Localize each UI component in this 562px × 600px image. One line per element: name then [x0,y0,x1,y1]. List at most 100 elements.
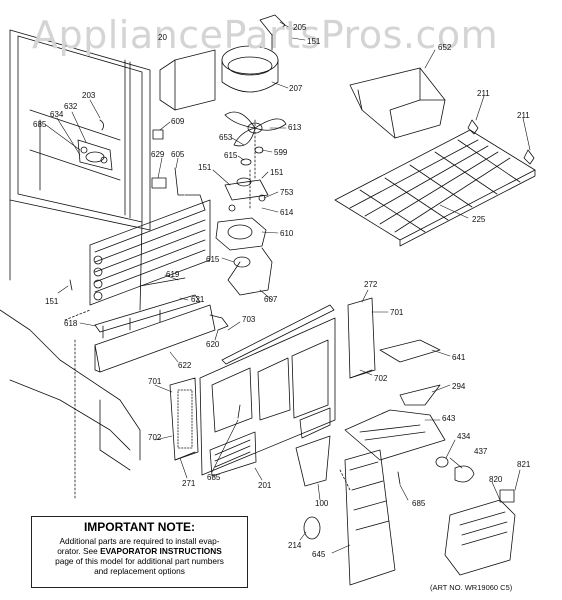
callout-label: 703 [242,315,256,324]
liner-frame [0,29,151,471]
callout-label: 434 [457,432,471,441]
callout-label: 599 [274,148,288,157]
wire-shelf [334,129,536,247]
note-line: Additional parts are required to install… [59,536,220,546]
ice-maker [444,489,516,576]
callout-label: 619 [166,270,180,279]
callout-label: 618 [64,319,78,328]
washer-615 [240,158,252,166]
door-100 [295,435,331,487]
note-line-text: orator. See [57,546,101,556]
screw-685c [397,471,401,485]
screw-685 [237,404,241,419]
fan-blade [224,111,287,147]
callout-label: 151 [270,168,284,177]
guide-lines [64,119,351,501]
callout-labels: 205 151 20 207 652 203 632 685 634 609 6… [33,23,531,559]
callout-label: 201 [258,481,272,490]
callout-label: 685 [207,473,221,482]
watermark-text: AppliancePartsPros.com [32,13,498,57]
evaporator-coil [89,194,211,306]
light-housing [77,139,113,171]
grommet-615 [233,256,251,268]
callout-label: 294 [452,382,466,391]
dispenser-housing [344,449,396,586]
callout-label: 685 [33,120,47,129]
part-629 [151,177,167,189]
callout-label: 272 [364,280,378,289]
evaporator-instructions-link[interactable]: EVAPORATOR INSTRUCTIONS [100,546,222,556]
callout-label: 685 [412,499,426,508]
note-title: IMPORTANT NOTE: [83,520,196,534]
callout-label: 205 [293,23,307,32]
ice-bucket [349,67,446,139]
callout-label: 702 [148,433,162,442]
callout-label: 211 [517,111,530,120]
fan-motor [215,177,269,251]
callout-label: 151 [45,297,59,306]
callout-label: 702 [374,374,388,383]
callout-label: 605 [171,150,185,159]
callout-label: 151 [198,163,212,172]
bulb-437 [454,465,475,483]
callout-label: 653 [219,133,233,142]
callout-label: 225 [472,215,486,224]
callout-label: 632 [64,102,78,111]
callout-label: 271 [182,479,196,488]
callout-label: 609 [171,117,185,126]
callout-label: 100 [315,499,329,508]
callout-label: 643 [442,414,456,423]
callout-label: 437 [474,447,488,456]
callout-label: 20 [158,33,167,42]
clip-211a [467,119,479,135]
callout-label: 151 [307,37,321,46]
callout-label: 629 [151,150,165,159]
wire-203 [99,119,104,131]
callout-label: 820 [489,475,503,484]
callout-label: 211 [477,89,490,98]
callout-label: 645 [312,550,326,559]
evaporator-cover [199,317,336,477]
callout-label: 641 [452,353,466,362]
note-line: page of this model for additional part n… [55,556,224,566]
air-duct-right [347,297,376,379]
callout-label: 203 [82,91,96,100]
callout-label: 613 [288,123,302,132]
callout-label: 610 [280,229,294,238]
leader-lines [45,21,531,554]
drain-trough [94,304,216,373]
flap-294 [399,384,441,406]
note-line: and replacement options [94,566,185,576]
bracket-607 [227,247,273,296]
callout-label: 701 [390,308,404,317]
art-number: (ART NO. WR19060 C5) [430,583,513,592]
part-620 [209,314,229,331]
tube-619 [139,277,186,287]
callout-label: 207 [289,84,303,93]
socket-434 [435,456,449,468]
strip-703 [221,304,335,365]
callout-label: 821 [517,460,531,469]
callout-label: 652 [438,43,452,52]
callout-label: 615 [224,151,238,160]
important-note-box: IMPORTANT NOTE: Additional parts are req… [31,516,248,588]
callout-label: 701 [148,377,162,386]
defrost-heater [94,294,201,339]
air-duct-left [169,377,199,461]
part-214 [303,516,321,540]
callout-label: 615 [206,255,220,264]
callout-label: 214 [288,541,302,550]
callout-label: 622 [178,361,192,370]
note-line: orator. See EVAPORATOR INSTRUCTIONS [38,546,241,556]
callout-label: 620 [206,340,220,349]
fan-shroud [159,14,286,111]
screw-151 [69,279,73,291]
callout-label: 621 [191,295,205,304]
part-605 [174,167,185,196]
callout-label: 607 [264,295,278,304]
ice-chute [344,409,446,461]
clip-211b [523,149,535,165]
callout-label: 634 [50,110,64,119]
